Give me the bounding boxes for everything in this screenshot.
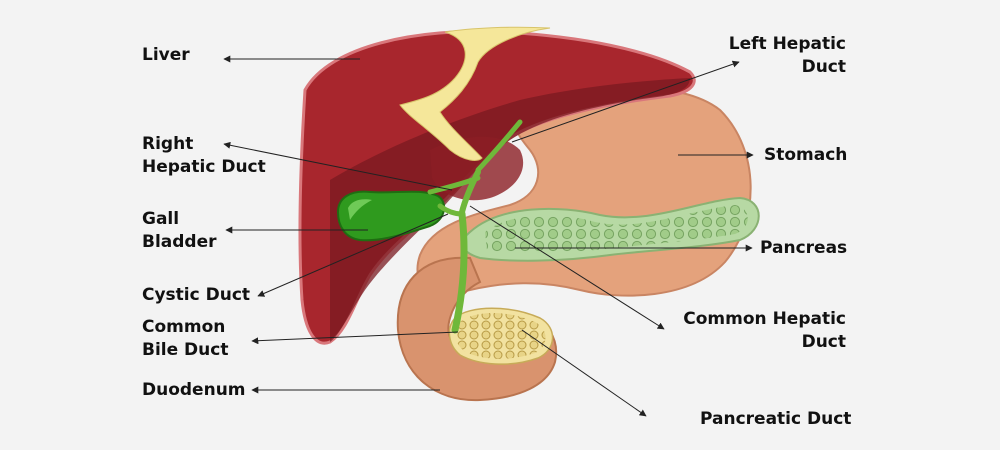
liver-underside (330, 78, 690, 342)
label-left-hepatic-duct: Left Hepatic Duct (729, 33, 846, 79)
label-right-hepatic-duct-line1: Right (142, 134, 194, 154)
label-common-bile-duct-line2: Bile Duct (142, 340, 229, 360)
label-duodenum-text: Duodenum (142, 380, 246, 400)
label-cystic-duct: Cystic Duct (142, 284, 250, 307)
label-common-bile-duct-line1: Common (142, 317, 226, 337)
label-stomach: Stomach (764, 144, 847, 167)
left-hepatic-duct (475, 119, 523, 173)
label-right-hepatic-duct-line2: Hepatic Duct (142, 157, 266, 177)
leader-lines (223, 55, 754, 417)
label-liver-text: Liver (142, 45, 190, 65)
leader-pancreatic-duct (521, 329, 647, 417)
label-stomach-text: Stomach (764, 145, 848, 165)
duodenum (396, 256, 558, 402)
leader-right-hepatic-duct (223, 141, 453, 191)
label-right-hepatic-duct: Right Hepatic Duct (142, 133, 266, 179)
label-common-hepatic-duct-line2: Duct (801, 332, 846, 352)
gall-bladder-highlight (348, 199, 372, 220)
leader-left-hepatic-duct (511, 60, 740, 143)
leader-cystic-duct (257, 213, 449, 297)
label-left-hepatic-duct-line2: Duct (801, 57, 846, 77)
label-pancreas: Pancreas (760, 237, 847, 260)
pancreatic-head-cells (455, 313, 546, 359)
common-bile-duct (451, 210, 468, 334)
label-common-bile-duct: Common Bile Duct (142, 316, 228, 362)
label-pancreatic-duct-text: Pancreatic Duct (700, 409, 852, 429)
leader-common-bile-duct (251, 331, 459, 345)
label-gall-bladder-line1: Gall (142, 209, 180, 229)
leader-common-hepatic-duct (469, 205, 665, 330)
label-common-hepatic-duct-line1: Common Hepatic (683, 309, 846, 329)
biliary-ducts (427, 119, 523, 334)
label-pancreatic-duct: Pancreatic Duct (700, 408, 851, 431)
pancreas-lobules (485, 205, 748, 253)
label-pancreas-text: Pancreas (760, 238, 848, 258)
label-gall-bladder: Gall Bladder (142, 208, 217, 254)
label-left-hepatic-duct-line1: Left Hepatic (728, 34, 846, 54)
label-common-hepatic-duct: Common Hepatic Duct (683, 308, 846, 354)
label-duodenum: Duodenum (142, 379, 246, 402)
label-gall-bladder-line2: Bladder (142, 232, 217, 252)
gall-bladder (336, 190, 446, 242)
label-cystic-duct-text: Cystic Duct (142, 285, 251, 305)
common-hepatic-duct (459, 169, 481, 215)
label-liver: Liver (142, 44, 190, 67)
falciform-ligament (399, 26, 551, 161)
